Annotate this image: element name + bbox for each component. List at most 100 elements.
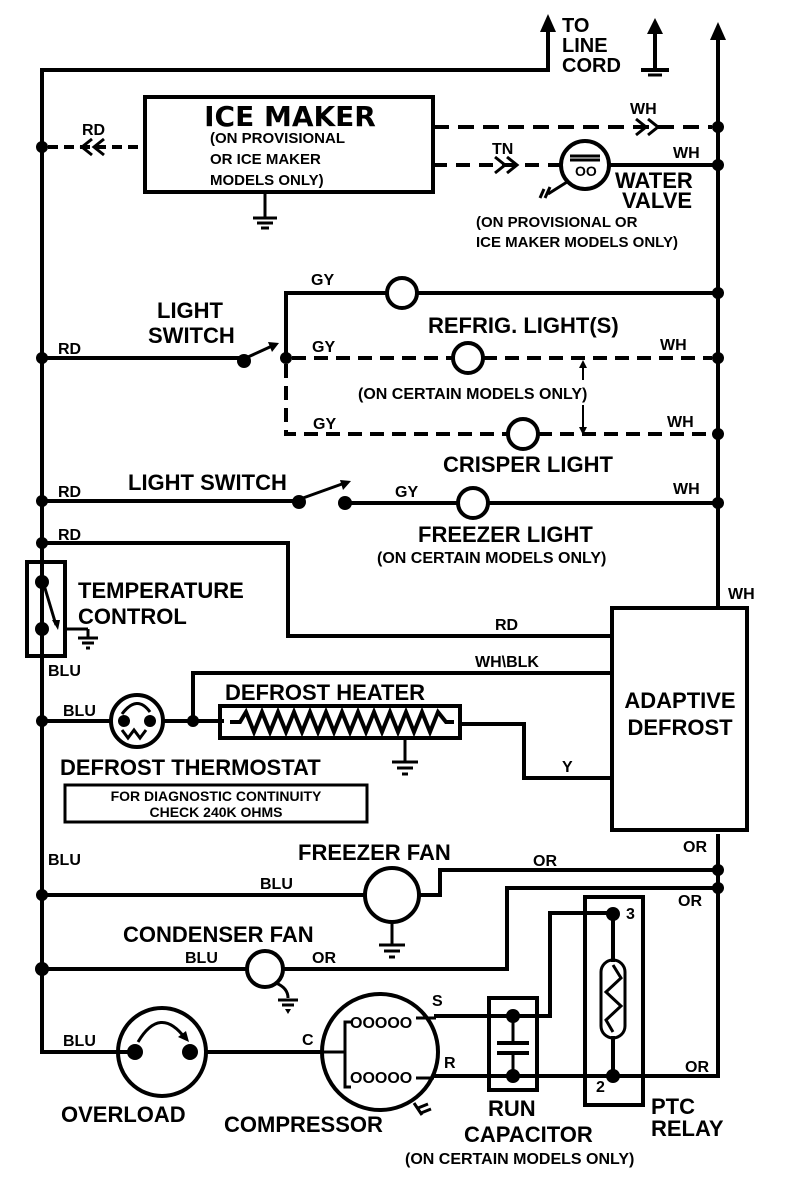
right-wire-or-bottom: OR	[685, 1059, 709, 1076]
line-cord-arrow-icon	[540, 14, 556, 32]
freezer-fan-wire-or: OR	[533, 853, 557, 870]
condenser-fan-or-wire	[281, 886, 720, 971]
defrost-heater-title: DEFROST HEATER	[225, 680, 425, 705]
refrig-light-title: REFRIG. LIGHT(S)	[428, 313, 619, 338]
svg-text:OOOOO: OOOOO	[350, 1070, 412, 1087]
freezer-light-wire-wh: WH	[673, 481, 700, 498]
line-cord-label-1: TO	[562, 15, 589, 37]
compressor-s-wire	[434, 911, 615, 1018]
junction-dot	[712, 287, 724, 299]
ptc-relay-pin-3: 3	[626, 906, 635, 923]
defrost-thermostat-note-2: CHECK 240K OHMS	[149, 804, 282, 820]
water-valve-label-2: VALVE	[622, 188, 692, 213]
refrig-light-switch-icon	[237, 342, 292, 368]
junction-dot	[187, 715, 199, 727]
defrost-y-wire	[458, 722, 614, 780]
overload-wire-blu: BLU	[63, 1033, 96, 1050]
overload-title: OVERLOAD	[61, 1102, 186, 1127]
junction-dot	[36, 352, 48, 364]
water-valve-note-1: (ON PROVISIONAL OR	[476, 214, 638, 231]
defrost-thermostat-icon	[109, 693, 165, 749]
ice-maker-wire-wh: WH	[630, 101, 657, 118]
junction-dot	[712, 352, 724, 364]
connector-icon	[494, 155, 508, 175]
neutral-arrow-icon	[710, 22, 726, 40]
freezer-fan-motor	[363, 866, 421, 924]
run-capacitor-box	[487, 996, 539, 1092]
defrost-thermostat-title: DEFROST THERMOSTAT	[60, 755, 321, 780]
ptc-relay-label-1: PTC	[651, 1094, 695, 1119]
crisper-light-bulb	[506, 417, 540, 451]
crisper-light-title: CRISPER LIGHT	[443, 452, 613, 477]
ptc-thermistor-icon	[599, 907, 627, 1083]
freezer-light-switch-label: LIGHT SWITCH	[128, 470, 287, 495]
adaptive-wire-wh: WH	[728, 586, 755, 603]
solenoid-coil-icon: OO	[575, 163, 597, 179]
compressor-title: COMPRESSOR	[224, 1112, 383, 1137]
compressor-terminal-r: R	[444, 1055, 456, 1072]
junction-dot	[712, 497, 724, 509]
run-capacitor-note: (ON CERTAIN MODELS ONLY)	[405, 1151, 634, 1168]
temperature-control-label-2: CONTROL	[78, 604, 187, 629]
adaptive-wire-or: OR	[683, 839, 707, 856]
ptc-relay-label-2: RELAY	[651, 1116, 724, 1141]
crisper-light-gy-wire	[284, 364, 509, 436]
svg-text:OOOOO: OOOOO	[350, 1015, 412, 1032]
freezer-light-switch-icon	[292, 480, 352, 510]
left-bus-wire	[40, 68, 132, 1054]
temperature-control-box	[25, 560, 67, 658]
junction-dot	[36, 141, 48, 153]
refrig-light-wire-gy-1: GY	[311, 272, 334, 289]
ice-maker-note-2: OR ICE MAKER	[210, 151, 321, 168]
condenser-fan-title: CONDENSER FAN	[123, 922, 314, 947]
adaptive-whblk-wire	[191, 671, 614, 720]
freezer-light-title: FREEZER LIGHT	[418, 522, 593, 547]
refrig-light-bulb-2	[451, 341, 485, 375]
refrig-light-wire-wh-1: WH	[660, 337, 687, 354]
junction-dot	[36, 495, 48, 507]
freezer-fan-title: FREEZER FAN	[298, 840, 451, 865]
freezer-fan-bus-wire-blu: BLU	[48, 852, 81, 869]
line-cord-label-3: CORD	[562, 55, 621, 77]
adaptive-defrost-label-1: ADAPTIVE	[624, 688, 735, 713]
ground-arrow-icon	[641, 18, 669, 77]
adaptive-defrost-box	[610, 606, 749, 832]
adaptive-wire-rd: RD	[495, 617, 518, 634]
temperature-control-label-1: TEMPERATURE	[78, 578, 244, 603]
temp-control-rd-wire	[40, 541, 614, 638]
refrig-light-switch-label-1: LIGHT	[157, 298, 224, 323]
junction-dot	[712, 121, 724, 133]
heater-element-icon	[230, 706, 454, 738]
refrig-light-note: (ON CERTAIN MODELS ONLY)	[358, 386, 587, 403]
refrig-light-switch-label-2: SWITCH	[148, 323, 235, 348]
run-capacitor-label-1: RUN	[488, 1096, 536, 1121]
connector-icon	[79, 137, 93, 157]
ice-maker-note-1: (ON PROVISIONAL	[210, 130, 345, 147]
freezer-light-bulb	[456, 486, 490, 520]
condenser-fan-wire-or: OR	[312, 950, 336, 967]
junction-dot	[712, 882, 724, 894]
refrig-switch-wire-rd: RD	[58, 341, 81, 358]
ice-maker-note-3: MODELS ONLY)	[210, 172, 324, 189]
adaptive-wire-y: Y	[562, 759, 573, 776]
water-valve-wire-wh: WH	[673, 145, 700, 162]
connector-icon	[635, 117, 649, 137]
water-valve-wire-tn: TN	[492, 141, 513, 158]
capacitor-icon	[497, 1009, 529, 1083]
junction-dot	[36, 889, 48, 901]
adaptive-defrost-label-2: DEFROST	[627, 715, 733, 740]
overload-icon	[116, 1006, 208, 1098]
ground-icon	[392, 738, 418, 776]
junction-dot	[35, 962, 49, 976]
junction-dot	[712, 864, 724, 876]
ice-maker-box	[143, 95, 435, 194]
refrig-light-bulb-1	[385, 276, 419, 310]
temp-control-wire-blu: BLU	[48, 663, 81, 680]
thermostat-switch-icon	[35, 575, 60, 636]
line-cord-label-2: LINE	[562, 35, 608, 57]
freezer-fan-wire-blu: BLU	[260, 876, 293, 893]
junction-dot	[36, 715, 48, 727]
ground-icon	[275, 981, 298, 1014]
compressor-terminal-c: C	[302, 1032, 314, 1049]
